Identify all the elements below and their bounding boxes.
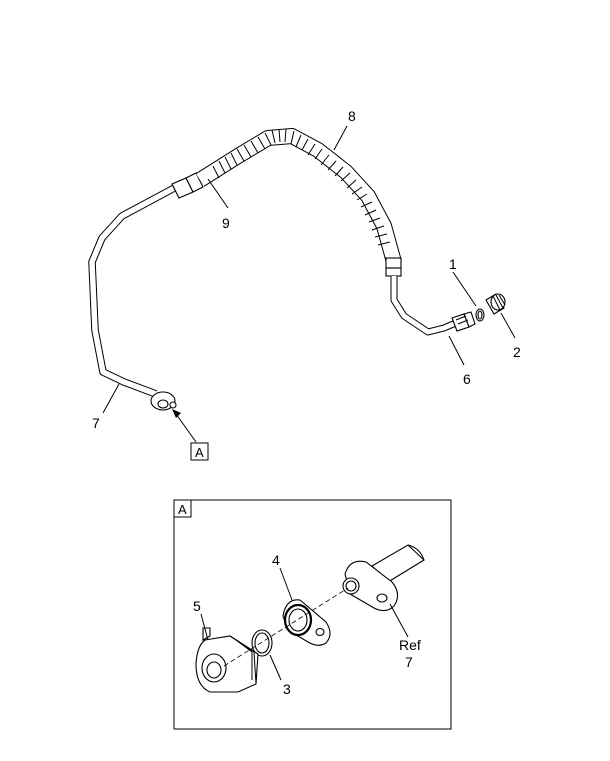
svg-text:A: A — [195, 445, 204, 460]
hose-crimp-left — [171, 172, 204, 199]
seal-ring-part-3 — [251, 629, 273, 657]
callout-8: 8 — [348, 108, 356, 124]
view-a-arrow — [172, 409, 197, 443]
detail-label-box — [173, 499, 192, 518]
callout-2: 2 — [513, 344, 521, 360]
detail-label: A — [178, 502, 187, 517]
tube-part-7 — [88, 182, 180, 398]
callout-9: 9 — [222, 215, 230, 231]
detail-callout-4: 4 — [272, 552, 280, 568]
leader-lines — [102, 125, 516, 414]
nut-part-2 — [485, 293, 506, 315]
callout-7: 7 — [92, 415, 100, 431]
detail-view-a: A — [173, 499, 452, 730]
detail-centerline — [223, 587, 349, 667]
tube-flange-end — [150, 391, 177, 411]
detail-flange-ref-7 — [342, 560, 399, 612]
detail-ref-number: 7 — [405, 654, 413, 670]
tube-fitting — [451, 311, 476, 332]
spiral-guard-part-8 — [212, 128, 391, 246]
gasket-part-4 — [282, 599, 331, 646]
detail-callout-5: 5 — [193, 598, 201, 614]
hose-crimp-right — [385, 257, 402, 277]
callout-6: 6 — [463, 371, 471, 387]
detail-leader-lines — [200, 567, 409, 681]
hose-assembly: 1 2 6 7 8 9 A — [88, 108, 521, 461]
detail-callout-3: 3 — [283, 681, 291, 697]
view-ref-box: A — [190, 442, 209, 461]
detail-ref-word: Ref — [399, 637, 421, 653]
callout-1: 1 — [449, 256, 457, 272]
